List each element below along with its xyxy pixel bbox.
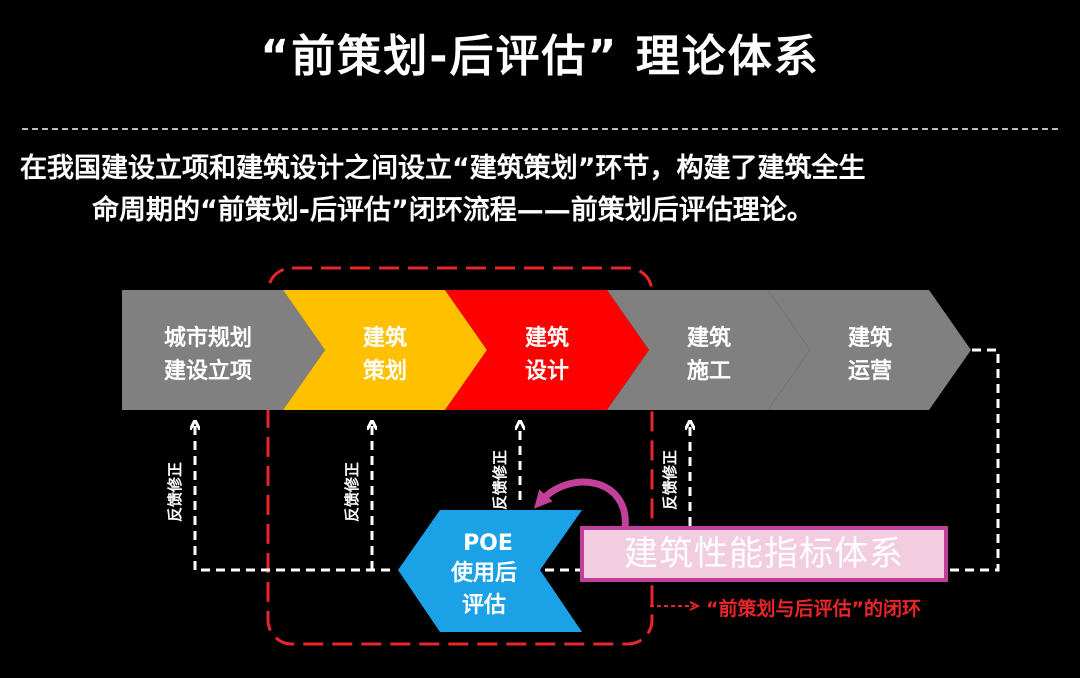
closed-loop-main: “前策划与后评估”: [706, 598, 864, 620]
stage-3-line1: 建筑: [525, 325, 569, 351]
stage-construction: [607, 290, 810, 410]
stage-1-line1: 城市规划: [164, 325, 252, 351]
operation-to-poe-line: [540, 348, 1000, 572]
feedback-label-1: 反馈修正: [166, 462, 184, 522]
stage-4-line2: 施工: [687, 358, 731, 384]
feedback-line-1: [195, 425, 390, 572]
stage-operation: [768, 290, 971, 410]
closed-loop-tail: 的闭环: [863, 598, 921, 620]
stage-architectural-planning: [283, 290, 487, 410]
stage-2-line1: 建筑: [363, 325, 407, 351]
stage-4-line1: 建筑: [687, 325, 731, 351]
indicator-curved-arrow: [534, 478, 629, 529]
closed-loop-label: “前策划与后评估”的闭环: [706, 594, 921, 621]
stage-5-line2: 运营: [848, 359, 892, 384]
stage-3-line2: 设计: [525, 359, 569, 384]
feedback-label-2: 反馈修正: [343, 462, 361, 522]
closed-loop-pointer-head: [689, 601, 701, 611]
page-title: “前策划-后评估” 理论体系: [260, 31, 820, 82]
poe-line1: POE: [463, 531, 513, 556]
title-divider: [22, 128, 1058, 130]
stage-architectural-design: [445, 290, 649, 410]
poe-line3: 评估: [462, 593, 506, 618]
closed-loop-boundary: [266, 266, 654, 646]
feedback-label-3: 反馈修正: [491, 450, 509, 510]
feedback-lines: [195, 348, 1000, 572]
poe-line2: 使用后: [450, 561, 517, 586]
description-line-1: 在我国建设立项和建筑设计之间设立“建筑策划”环节，构建了建筑全生: [20, 153, 866, 184]
description: 在我国建设立项和建筑设计之间设立“建筑策划”环节，构建了建筑全生 命周期的“前策…: [20, 148, 1070, 232]
stage-1-line2: 建设立项: [164, 358, 252, 384]
stage-urban-planning: [122, 290, 325, 410]
stage-5-line1: 建筑: [848, 325, 892, 351]
performance-indicator-system: 建筑性能指标体系: [580, 526, 948, 582]
stage-2-line2: 策划: [363, 358, 407, 384]
feedback-label-4: 反馈修正: [661, 450, 679, 510]
description-line-2: 命周期的“前策划-后评估”闭环流程——前策划后评估理论。: [92, 195, 814, 226]
poe-block: [398, 510, 582, 632]
